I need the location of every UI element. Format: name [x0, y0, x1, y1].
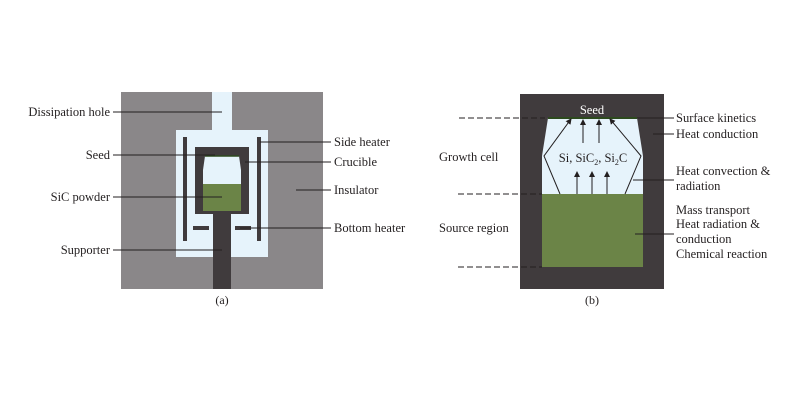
side-heater-left — [183, 137, 187, 241]
species-c: C — [619, 151, 627, 165]
label-source-region: Source region — [439, 221, 510, 235]
label-heat-conduction: Heat conduction — [676, 127, 759, 141]
label-dissipation-hole: Dissipation hole — [28, 105, 110, 119]
label-insulator: Insulator — [334, 183, 379, 197]
label-side-heater: Side heater — [334, 135, 391, 149]
source-region — [542, 194, 643, 267]
side-heater-right — [257, 137, 261, 241]
label-heat-convection-2: radiation — [676, 179, 721, 193]
caption-b: (b) — [585, 293, 599, 307]
arrow-left-outer — [543, 118, 572, 195]
label-seed-b: Seed — [580, 103, 605, 117]
label-growth-cell: Growth cell — [439, 150, 499, 164]
species-sub-2b: 2 — [615, 158, 619, 167]
bottom-heater-left — [193, 226, 209, 230]
growth-cell — [542, 118, 643, 194]
caption-a: (a) — [215, 293, 228, 307]
arrow-right-outer — [609, 118, 642, 195]
label-sic-powder: SiC powder — [51, 190, 111, 204]
label-surface-kinetics: Surface kinetics — [676, 111, 756, 125]
label-crucible: Crucible — [334, 155, 377, 169]
label-chemical-reaction: Chemical reaction — [676, 247, 768, 261]
species-si-sic: Si, SiC — [559, 151, 594, 165]
label-seed: Seed — [86, 148, 111, 162]
label-heat-convection-1: Heat convection & — [676, 164, 771, 178]
panel-b-leaders — [633, 117, 674, 235]
label-heat-radiation-1: Heat radiation & — [676, 217, 760, 231]
crucible-growth-cavity — [203, 156, 241, 184]
species-sep: , Si — [598, 151, 615, 165]
label-bottom-heater: Bottom heater — [334, 221, 406, 235]
panel-a-furnace — [121, 92, 323, 289]
label-supporter: Supporter — [61, 243, 111, 257]
label-mass-transport: Mass transport — [676, 203, 750, 217]
panel-a-leaders — [113, 111, 331, 251]
label-heat-radiation-2: conduction — [676, 232, 732, 246]
label-vapor-species: Si, SiC2, Si2C — [559, 151, 627, 167]
vapor-transport-arrows — [543, 118, 642, 195]
species-sub-2: 2 — [594, 158, 598, 167]
region-markers — [458, 117, 545, 268]
